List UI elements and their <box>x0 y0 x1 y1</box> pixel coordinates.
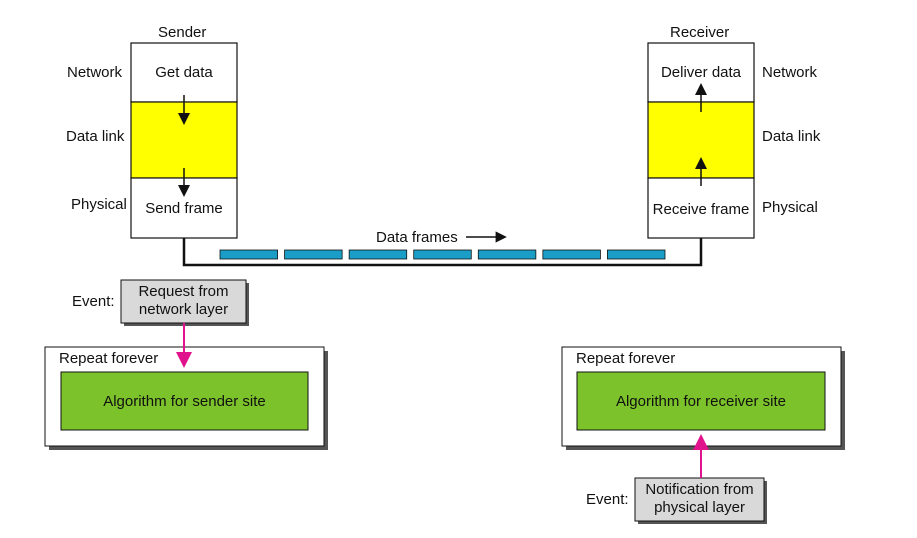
data-frames-label: Data frames <box>376 229 458 246</box>
receiver-physical-text: Receive frame <box>652 201 750 218</box>
receiver-stack <box>647 42 755 239</box>
data-frame <box>607 249 666 260</box>
receiver-event-box <box>634 477 765 522</box>
sender-algorithm-box <box>60 371 309 431</box>
receiver-layer-datalink: Data link <box>762 128 821 145</box>
data-frame <box>219 249 278 260</box>
sender-algorithm-text: Algorithm for sender site <box>103 393 266 410</box>
receiver-network-text: Deliver data <box>660 64 742 81</box>
receiver-title: Receiver <box>670 24 730 41</box>
data-frame <box>413 249 472 260</box>
sender-event-text: Request from network layer <box>138 283 229 318</box>
receiver-physical-box <box>647 177 755 239</box>
receiver-event-text: Notification from physical layer <box>645 481 754 516</box>
receiver-repeat-label: Repeat forever <box>576 350 676 367</box>
sender-stack <box>130 42 238 239</box>
receiver-event-label: Event: <box>586 491 629 508</box>
sender-network-box <box>130 42 238 103</box>
sender-title: Sender <box>158 24 207 41</box>
data-frame <box>542 249 601 260</box>
receiver-algorithm-box <box>576 371 826 431</box>
data-frame <box>348 249 408 260</box>
data-frame <box>284 249 343 260</box>
receiver-layer-physical: Physical <box>762 199 818 216</box>
data-frames <box>219 249 666 260</box>
sender-event-box <box>120 279 247 324</box>
receiver-algorithm-text: Algorithm for receiver site <box>615 393 787 410</box>
sender-layer-physical: Physical <box>71 196 127 213</box>
sender-network-text: Get data <box>155 64 213 81</box>
channel-line <box>182 238 703 267</box>
sender-layer-network: Network <box>67 64 123 81</box>
data-frame <box>477 249 537 260</box>
sender-layer-datalink: Data link <box>66 128 125 145</box>
receiver-layer-network: Network <box>762 64 818 81</box>
sender-repeat-label: Repeat forever <box>59 350 159 367</box>
sender-event-label: Event: <box>72 293 115 310</box>
sender-physical-text: Send frame <box>145 200 223 217</box>
